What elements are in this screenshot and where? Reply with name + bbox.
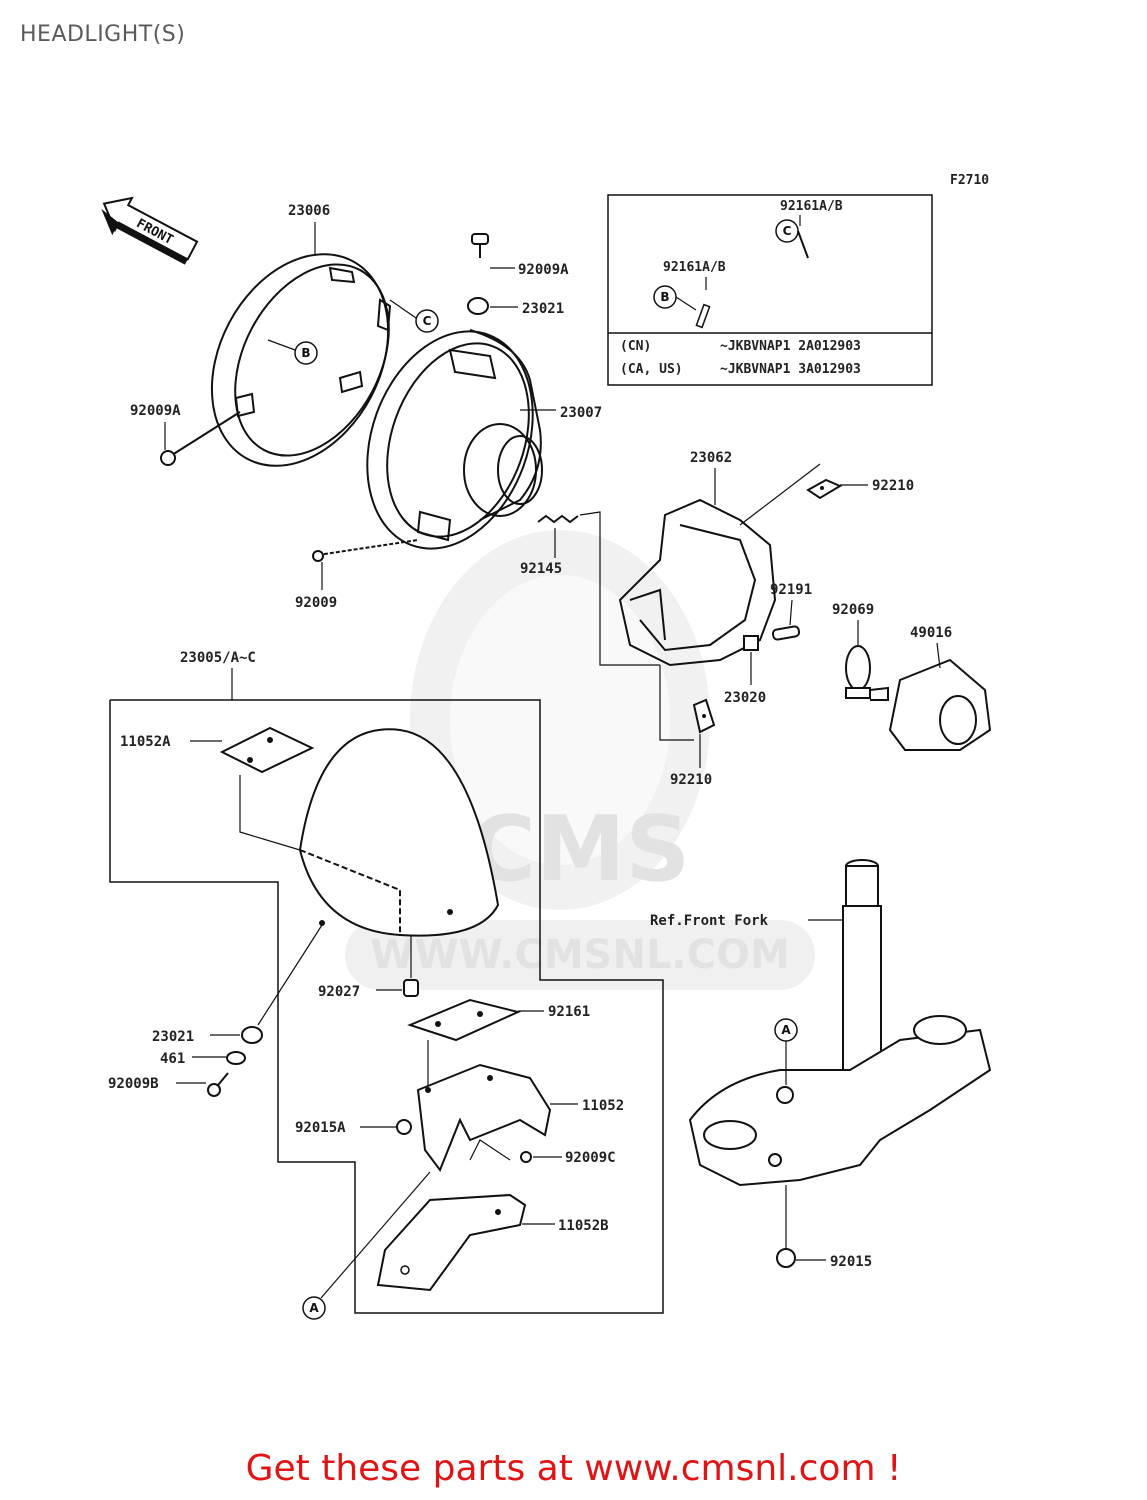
svg-text:A: A (781, 1023, 791, 1037)
bracket-11052 (416, 1063, 552, 1173)
label-11052: 11052 (582, 1098, 624, 1114)
label-92009A-top: 92009A (518, 262, 569, 278)
nut-92015A (396, 1119, 412, 1135)
label-92009A-left: 92009A (130, 403, 181, 419)
label-92009B: 92009B (108, 1076, 159, 1092)
inset-row-1-region: (CN) (620, 339, 651, 354)
label-23021-top: 23021 (522, 301, 564, 317)
steering-stem (688, 859, 992, 1187)
label-ref-front-fork: Ref.Front Fork (650, 913, 769, 929)
callout-a-bracket (302, 1296, 326, 1320)
cover-49016 (888, 658, 992, 751)
screw-92009C (520, 1151, 532, 1163)
grommet-23021-top (467, 297, 489, 315)
label-92009: 92009 (295, 595, 337, 611)
svg-text:C: C (783, 224, 792, 238)
svg-text:B: B (301, 346, 310, 360)
label-461: 461 (160, 1051, 185, 1067)
watermark-brand: CMS (470, 797, 690, 902)
svg-text:A: A (309, 1301, 319, 1315)
headlight-housing-23007 (366, 329, 543, 550)
label-92191: 92191 (770, 582, 812, 598)
clip-92210-top (806, 478, 843, 500)
spring-92145 (537, 514, 579, 524)
inset-row-2-region: (CA, US) (620, 362, 683, 377)
nut-92015 (776, 1248, 796, 1268)
screw-92009 (312, 539, 419, 562)
screw-92009A-left (160, 411, 241, 466)
callout-c-rim (415, 309, 439, 333)
svg-text:B: B (660, 290, 669, 304)
label-92069: 92069 (832, 602, 874, 618)
cms-watermark: CMS WWW.CMSNL.COM (345, 530, 815, 990)
label-92210-top: 92210 (872, 478, 914, 494)
holder-23020 (743, 635, 759, 651)
headlight-rim-23006 (210, 253, 392, 467)
page-title: HEADLIGHT(S) (20, 22, 186, 47)
screw-92009A-top (471, 233, 489, 258)
label-92009C: 92009C (565, 1150, 616, 1166)
assembly-frame (109, 699, 664, 1314)
inset-box: 92161A/B C 92161A/B B (CN) ~JKBVNAP1 2A0… (607, 194, 933, 386)
headlight-shell-23005 (298, 728, 500, 937)
inset-part-b-label: 92161A/B (663, 260, 726, 275)
svg-text:C: C (423, 314, 432, 328)
inset-row-2-range: ~JKBVNAP1 3A012903 (720, 362, 861, 377)
callout-b-rim (294, 341, 318, 365)
reflector-23062 (618, 498, 777, 667)
label-92015A: 92015A (295, 1120, 346, 1136)
label-23021-bottom: 23021 (152, 1029, 194, 1045)
label-11052A: 11052A (120, 734, 171, 750)
front-direction-arrow: FRONT (101, 196, 199, 265)
clip-92210-bottom (692, 698, 716, 734)
watermark-url: WWW.CMSNL.COM (370, 932, 790, 978)
label-23005: 23005/A~C (180, 650, 256, 666)
label-23006: 23006 (288, 203, 330, 219)
pin-92191 (771, 625, 801, 641)
label-92210-bottom: 92210 (670, 772, 712, 788)
bracket-11052B (376, 1193, 527, 1292)
inset-part-c-label: 92161A/B (780, 199, 843, 214)
plate-92161 (407, 998, 522, 1042)
label-23062: 23062 (690, 450, 732, 466)
label-92145: 92145 (520, 561, 562, 577)
label-49016: 49016 (910, 625, 952, 641)
shop-call-to-action[interactable]: Get these parts at www.cmsnl.com ! (245, 1448, 902, 1489)
grommet-23021-bottom (241, 1026, 263, 1044)
bulb-92069 (845, 645, 889, 701)
label-92015: 92015 (830, 1254, 872, 1270)
label-23007: 23007 (560, 405, 602, 421)
washer-461 (226, 1051, 246, 1065)
collar-92027 (403, 979, 419, 997)
label-23020: 23020 (724, 690, 766, 706)
figure-code: F2710 (950, 173, 989, 188)
bolt-92009B (207, 1072, 229, 1097)
plate-11052A (219, 726, 315, 774)
parts-diagram: CMS WWW.CMSNL.COM F2710 FRONT 92161A/B C… (101, 173, 992, 1320)
inset-row-1-range: ~JKBVNAP1 2A012903 (720, 339, 861, 354)
label-92027: 92027 (318, 984, 360, 1000)
label-11052B: 11052B (558, 1218, 609, 1234)
label-92161: 92161 (548, 1004, 590, 1020)
